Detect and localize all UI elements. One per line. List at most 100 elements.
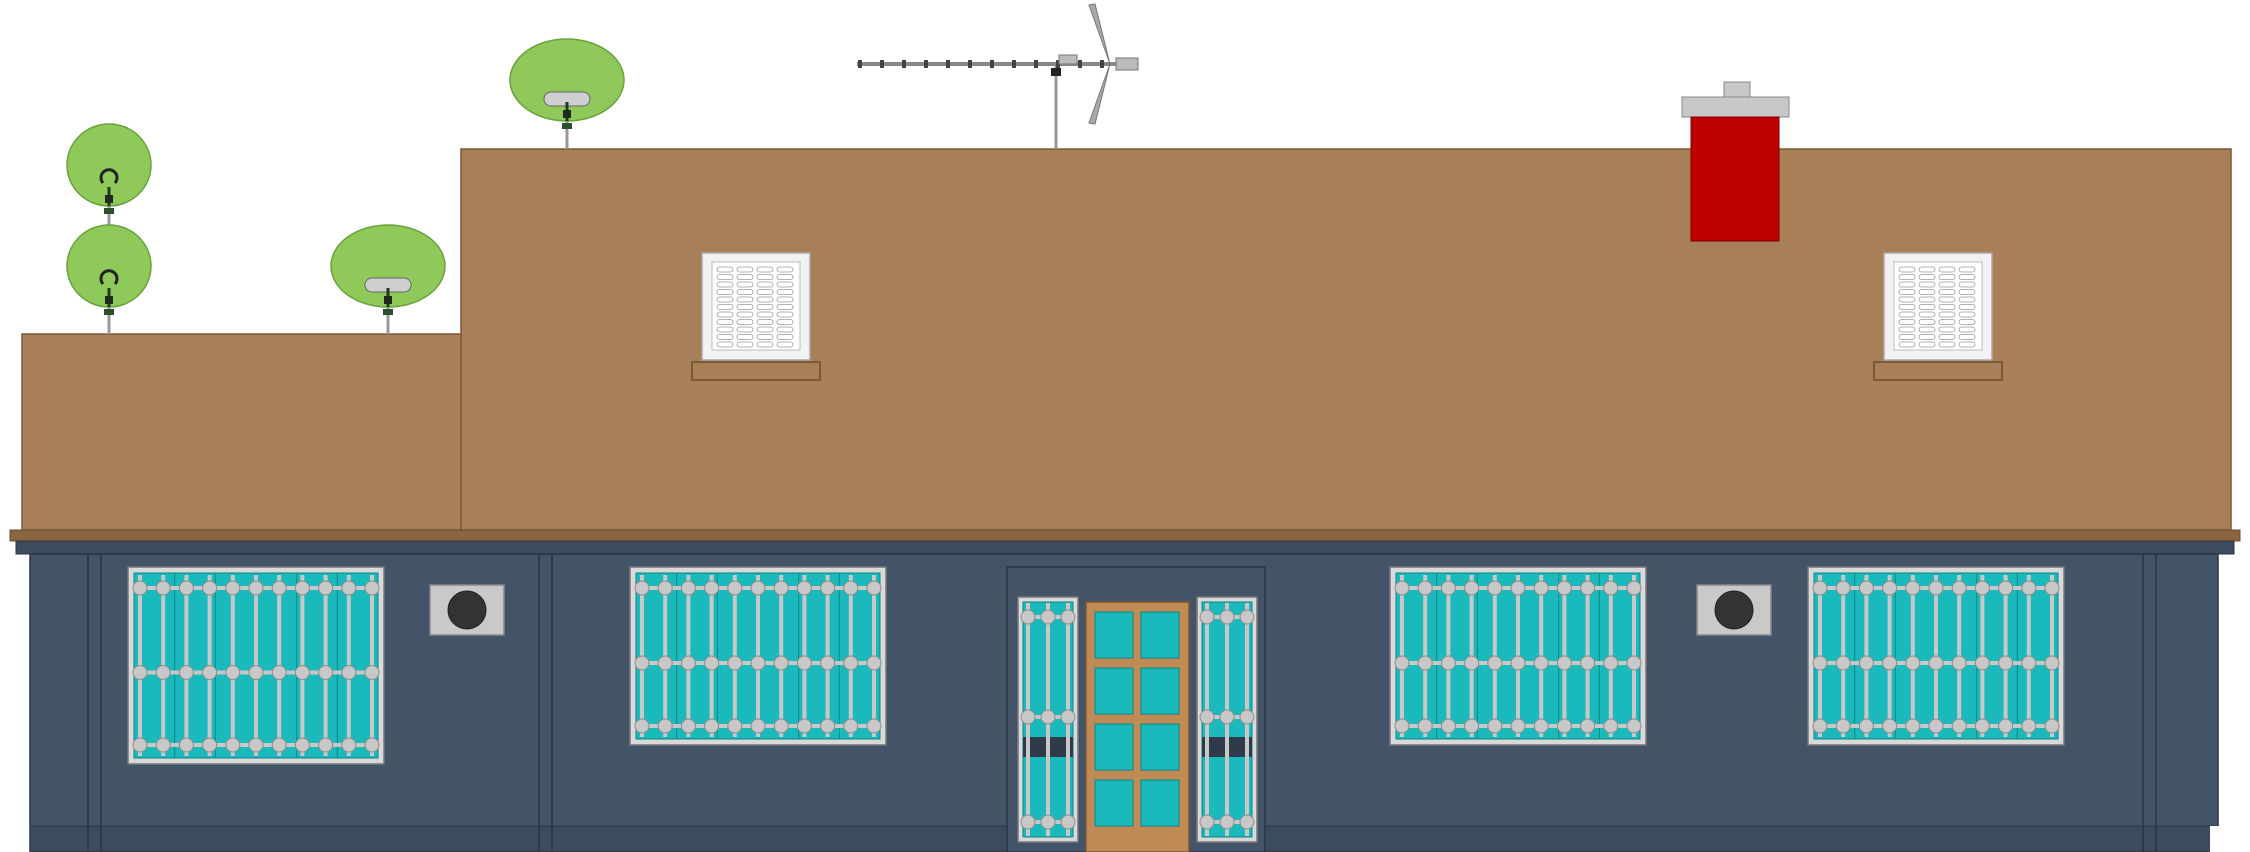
vent-louver bbox=[756, 281, 774, 288]
grille-knob bbox=[1533, 718, 1549, 734]
grille-knob bbox=[1394, 718, 1410, 734]
grille-knob bbox=[1998, 655, 2014, 671]
grille-knob bbox=[1882, 580, 1898, 596]
vent-louver bbox=[776, 289, 794, 295]
vent-louver bbox=[1898, 281, 1916, 288]
grille-knob bbox=[680, 580, 696, 596]
vent-louver bbox=[1898, 274, 1916, 280]
vent-louver bbox=[1918, 334, 1936, 340]
grille-knob bbox=[1199, 814, 1215, 830]
grille-knob bbox=[1239, 814, 1255, 830]
grille-knob bbox=[1060, 709, 1076, 725]
vent-louver bbox=[776, 326, 794, 333]
door-pane bbox=[1094, 723, 1134, 771]
satellite-dish bbox=[509, 38, 625, 149]
vent-louver bbox=[776, 281, 794, 288]
vent-louver bbox=[1898, 326, 1916, 333]
grille-knob bbox=[1905, 718, 1921, 734]
grille-knob bbox=[1440, 655, 1456, 671]
wall-corner-step bbox=[2210, 826, 2250, 852]
grille-knob bbox=[1835, 655, 1851, 671]
wall-top-band bbox=[15, 540, 2235, 555]
vent-louver bbox=[736, 274, 754, 280]
vent-louver bbox=[1958, 281, 1976, 288]
dish-lnb bbox=[384, 296, 392, 304]
door-pane bbox=[1140, 667, 1180, 715]
vent-louver bbox=[736, 311, 754, 318]
grille-knob bbox=[866, 655, 882, 671]
grille-knob bbox=[1905, 655, 1921, 671]
satellite-dish bbox=[66, 224, 152, 334]
grille-knob bbox=[1487, 580, 1503, 596]
grille-knob bbox=[1199, 609, 1215, 625]
grille-knob bbox=[680, 655, 696, 671]
grille-knob bbox=[727, 655, 743, 671]
vent-louver bbox=[736, 304, 754, 310]
grille-knob bbox=[750, 655, 766, 671]
vent-louver bbox=[1938, 289, 1956, 295]
grille-knob bbox=[657, 580, 673, 596]
grille-knob bbox=[271, 737, 287, 753]
vent-louver bbox=[776, 266, 794, 273]
grille-knob bbox=[248, 580, 264, 596]
dish-clamp bbox=[383, 309, 393, 315]
vent-louver bbox=[1898, 319, 1916, 325]
grille-knob bbox=[704, 655, 720, 671]
vent-louver bbox=[756, 296, 774, 303]
chimney bbox=[1681, 81, 1790, 242]
vent-louver bbox=[716, 311, 734, 318]
grille-knob bbox=[1020, 814, 1036, 830]
vent-louver bbox=[776, 274, 794, 280]
grille-knob bbox=[202, 580, 218, 596]
vent-louver bbox=[1898, 296, 1916, 303]
vent-louver bbox=[716, 341, 734, 348]
grille-knob bbox=[1951, 580, 1967, 596]
grille-knob bbox=[1219, 709, 1235, 725]
vent-louver bbox=[1898, 341, 1916, 348]
vent-louver bbox=[1958, 326, 1976, 333]
grille-knob bbox=[634, 580, 650, 596]
dish-lnb bbox=[563, 110, 571, 118]
satellite-dish bbox=[66, 123, 152, 254]
grille-knob bbox=[1020, 709, 1036, 725]
grille-knob bbox=[364, 580, 380, 596]
antenna-element bbox=[902, 60, 906, 68]
grille-knob bbox=[1905, 580, 1921, 596]
window bbox=[1389, 566, 1647, 746]
grille-knob bbox=[1440, 580, 1456, 596]
dish-lnb bbox=[105, 195, 113, 203]
window bbox=[1807, 566, 2065, 746]
grille-knob bbox=[1464, 718, 1480, 734]
antenna-element bbox=[968, 60, 972, 68]
grille-knob bbox=[364, 665, 380, 680]
vent-sill bbox=[1873, 361, 2003, 381]
vent-louver bbox=[1918, 326, 1936, 333]
vent-louver bbox=[1918, 304, 1936, 310]
grille-knob bbox=[1812, 580, 1828, 596]
ac-unit bbox=[1696, 584, 1772, 636]
grille-knob bbox=[843, 718, 859, 734]
door-pane bbox=[1094, 667, 1134, 715]
ac-fan bbox=[447, 590, 487, 630]
grille-knob bbox=[2044, 655, 2060, 671]
antenna-element bbox=[1034, 60, 1038, 68]
side-grille bbox=[1017, 596, 1079, 843]
ac-unit bbox=[429, 584, 505, 636]
grille-knob bbox=[1882, 655, 1898, 671]
grille-knob bbox=[294, 580, 310, 596]
grille-knob bbox=[248, 665, 264, 680]
grille-knob bbox=[2044, 580, 2060, 596]
grille-knob bbox=[155, 580, 171, 596]
satellite-dish bbox=[330, 224, 446, 334]
grille-knob bbox=[843, 580, 859, 596]
grille-knob bbox=[1928, 580, 1944, 596]
vent-louver bbox=[756, 334, 774, 340]
grille-knob bbox=[1580, 580, 1596, 596]
door-pane bbox=[1094, 779, 1134, 827]
grille-knob bbox=[704, 580, 720, 596]
vent-louver bbox=[1958, 334, 1976, 340]
vent-louver bbox=[716, 289, 734, 295]
vent-louver bbox=[1938, 319, 1956, 325]
grille-knob bbox=[1858, 580, 1874, 596]
vent-louver bbox=[716, 319, 734, 325]
